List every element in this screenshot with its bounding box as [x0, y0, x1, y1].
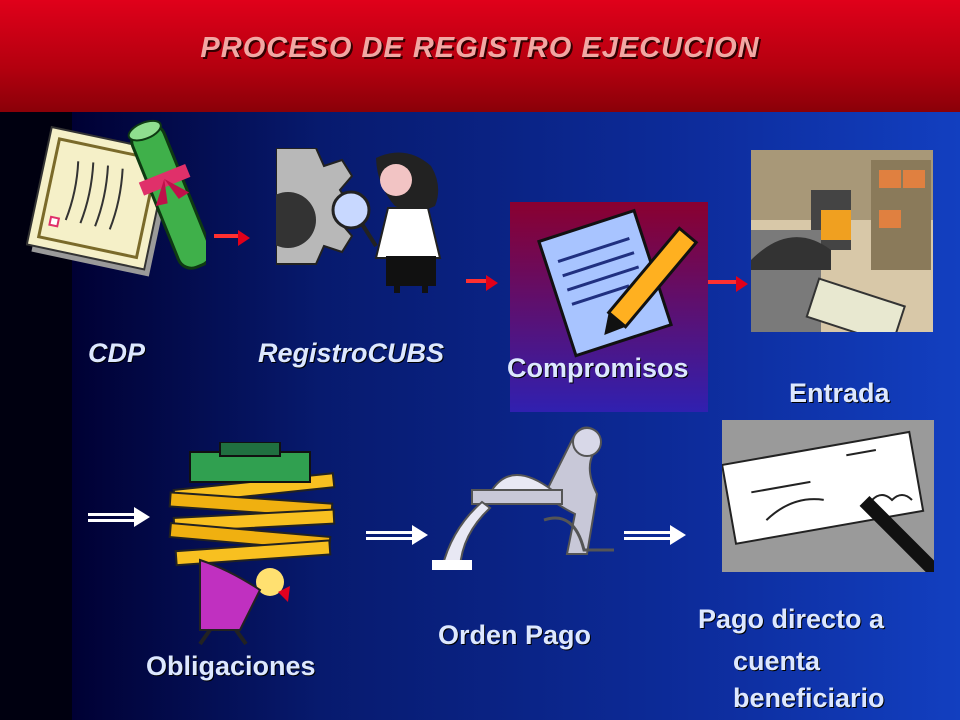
- certificate-scroll-illustration: [26, 110, 206, 290]
- step-label-pago-line2: cuenta: [733, 646, 821, 676]
- arrow-icon: [366, 524, 428, 546]
- arrow-icon: [466, 275, 498, 293]
- page-title: PROCESO DE REGISTRO EJECUCION: [200, 32, 760, 64]
- arrow-icon: [214, 230, 250, 248]
- step-label-compromisos: Compromisos: [507, 353, 689, 383]
- step-label-pago-line3: beneficiario: [733, 683, 885, 713]
- check-and-pen-illustration: [722, 420, 934, 572]
- arrow-icon: [708, 276, 748, 294]
- arrow-icon: [88, 506, 150, 528]
- cashier-machine-illustration: [432, 420, 622, 572]
- gear-magnifier-person-illustration: [276, 148, 456, 293]
- step-label-pago-line1: Pago directo a: [698, 604, 885, 634]
- warehouse-illustration: [751, 150, 933, 332]
- step-label-obligaciones: Obligaciones: [146, 651, 316, 681]
- arrow-icon: [624, 524, 686, 546]
- step-label-registro: RegistroCUBS: [258, 338, 445, 368]
- step-label-entrada: Entrada: [789, 378, 890, 408]
- compromisos-panel: [510, 202, 708, 412]
- title-banner: PROCESO DE REGISTRO EJECUCION: [0, 0, 960, 112]
- person-carrying-papers-illustration: [160, 442, 342, 647]
- step-label-cdp: CDP: [88, 338, 146, 368]
- step-label-orden-pago: Orden Pago: [438, 620, 592, 650]
